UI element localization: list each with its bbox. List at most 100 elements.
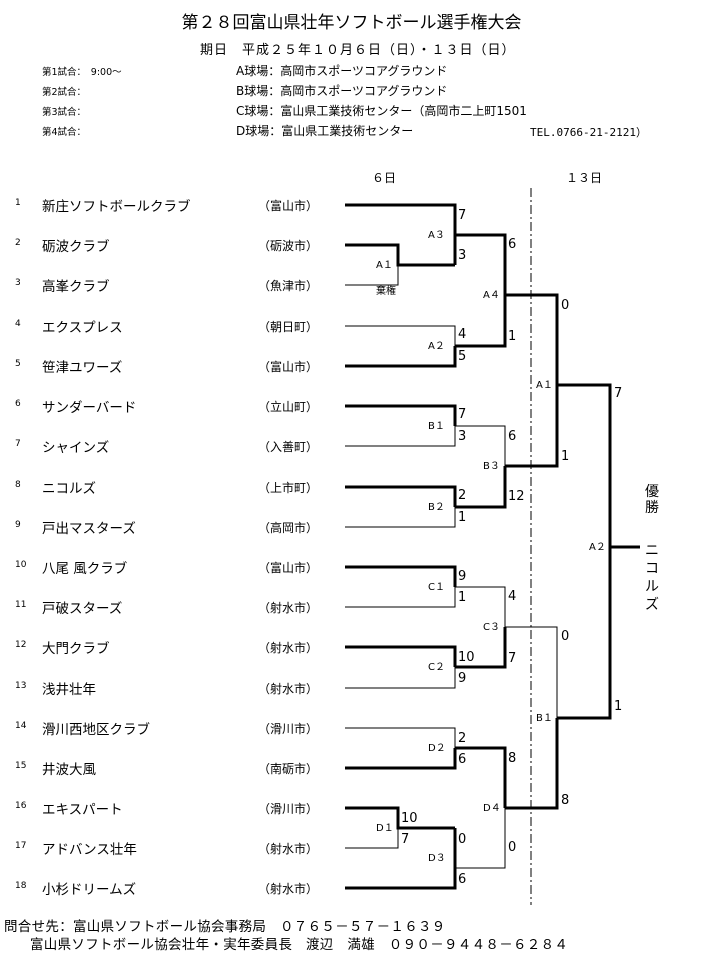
- bracket-line: [345, 587, 456, 608]
- team-name: 戸出マスターズ: [42, 521, 136, 537]
- contact-line-2: 富山県ソフトボール協会壮年・実年委員長 渡辺 満雄 ０９０－９４４８－６２８４: [30, 937, 569, 953]
- team-city: （上市町）: [258, 481, 319, 495]
- team-city: （富山市）: [258, 561, 319, 575]
- bracket-line: [345, 645, 457, 667]
- forfeit-note: 棄権: [376, 284, 396, 297]
- day1-header: ６日: [372, 171, 397, 185]
- contact-line-1: 問合せ先：富山県ソフトボール協会事務局 ０７６５－５７－１６３９: [4, 919, 446, 935]
- match-label: C２: [428, 662, 445, 673]
- bracket-line: [345, 868, 457, 890]
- match-score: 7: [508, 651, 516, 666]
- bracket-line: [557, 383, 612, 547]
- team-city: （南砺市）: [258, 762, 319, 776]
- match-score: 8: [508, 751, 516, 766]
- match-score: 1: [614, 699, 622, 714]
- team-number: 5: [15, 359, 21, 369]
- bracket-line: [345, 748, 457, 770]
- match-score: 2: [458, 488, 466, 503]
- team-name: エクスプレス: [42, 320, 123, 336]
- match-label: B２: [428, 502, 445, 513]
- match-score: 1: [508, 329, 516, 344]
- bracket-line: [455, 586, 506, 627]
- bracket-line: [455, 233, 507, 295]
- bracket-line: [345, 243, 455, 267]
- team-name: 戸破スターズ: [42, 601, 123, 617]
- team-number: 13: [15, 681, 27, 691]
- match-score: 1: [561, 449, 569, 464]
- bracket-line: [345, 507, 456, 528]
- tournament-dates: 期日 平成２５年１０月６日（日）・１３日（日）: [200, 43, 516, 58]
- team-number: 3: [15, 278, 21, 288]
- match-label: D１: [376, 823, 394, 834]
- team-city: （立山町）: [258, 400, 319, 414]
- match-score: 0: [508, 840, 516, 855]
- match-score: 9: [458, 671, 466, 686]
- field-b: B球場：高岡市スポーツコアグラウンド: [236, 84, 448, 98]
- bracket-line: [345, 346, 457, 368]
- bracket-line: [455, 808, 506, 869]
- match-score: 7: [401, 832, 409, 847]
- match-score: 3: [458, 429, 466, 444]
- match-score: 6: [458, 752, 466, 767]
- match-label: A２: [589, 542, 606, 553]
- team-city: （射水市）: [258, 601, 319, 615]
- bracket-line: [505, 718, 559, 810]
- page-title: 第２８回富山県壮年ソフトボール選手権大会: [181, 13, 522, 33]
- team-city: （朝日町）: [258, 320, 319, 334]
- match-label: D３: [428, 853, 446, 864]
- bracket-line: [455, 746, 507, 808]
- match-score: 10: [401, 811, 418, 826]
- team-city: （魚津市）: [258, 279, 319, 293]
- bracket-line: [345, 727, 456, 748]
- team-number: 6: [15, 399, 21, 409]
- schedule-line-1: 第1試合： 9:00～: [42, 67, 122, 78]
- team-number: 2: [15, 238, 21, 248]
- team-city: （富山市）: [258, 199, 319, 213]
- match-score: 10: [458, 650, 475, 665]
- bracket-line: [345, 404, 457, 426]
- team-number: 16: [15, 801, 27, 811]
- match-label: B１: [536, 713, 553, 724]
- champion-name: ニコルズ: [645, 543, 659, 613]
- team-name: 浅井壮年: [42, 682, 96, 698]
- match-score: 6: [458, 872, 466, 887]
- match-score: 7: [614, 386, 622, 401]
- match-score: 0: [561, 298, 569, 313]
- team-city: （射水市）: [258, 882, 319, 896]
- day2-header: １３日: [566, 171, 603, 185]
- match-label: A１: [376, 260, 393, 271]
- champion-caption: 優勝: [645, 484, 659, 516]
- match-label: A４: [483, 290, 500, 301]
- match-score: 3: [458, 248, 466, 263]
- team-number: 1: [15, 198, 21, 208]
- bracket-line: [455, 627, 507, 669]
- match-score: 1: [458, 590, 466, 605]
- team-number: 10: [15, 560, 27, 570]
- match-label: D２: [428, 743, 446, 754]
- team-number: 8: [15, 480, 21, 490]
- team-name: サンダーバード: [42, 400, 137, 416]
- match-score: 5: [458, 349, 466, 364]
- team-city: （滑川市）: [258, 722, 319, 736]
- team-name: アドバンス壮年: [42, 842, 137, 858]
- team-city: （射水市）: [258, 641, 319, 655]
- team-number: 9: [15, 520, 21, 530]
- team-city: （滑川市）: [258, 802, 319, 816]
- bracket-line: [455, 295, 507, 348]
- bracket-line: [505, 626, 558, 718]
- match-label: A２: [428, 341, 445, 352]
- schedule-line-2: 第2試合：: [42, 87, 87, 98]
- team-number: 4: [15, 319, 21, 329]
- match-label: C１: [428, 582, 445, 593]
- team-city: （砺波市）: [258, 239, 319, 253]
- match-score: 4: [458, 327, 466, 342]
- schedule-line-3: 第3試合：: [42, 107, 87, 118]
- team-number: 14: [15, 721, 27, 731]
- bracket-line: [505, 293, 559, 385]
- team-name: ニコルズ: [42, 481, 96, 497]
- bracket-line: [455, 466, 507, 509]
- phone-number: TEL.0766-21-2121）: [530, 126, 647, 139]
- team-name: 新庄ソフトボールクラブ: [42, 199, 191, 215]
- bracket-line: [345, 203, 457, 235]
- team-name: 井波大風: [42, 762, 96, 778]
